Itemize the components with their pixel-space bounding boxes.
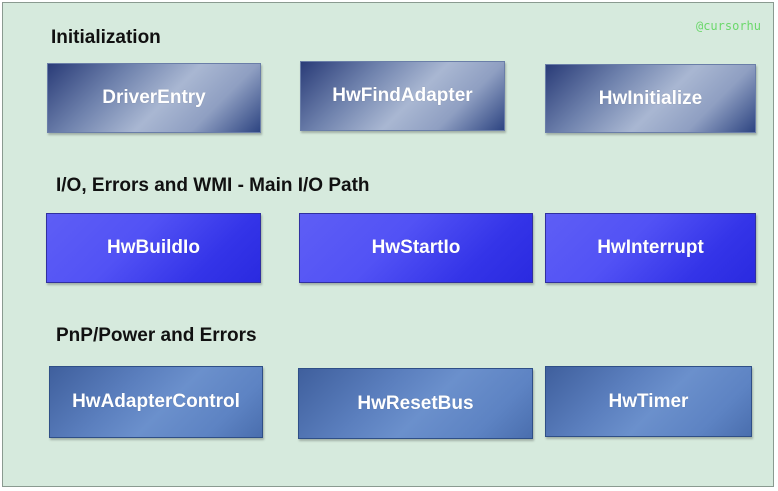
box-driver-entry: DriverEntry <box>47 63 261 133</box>
box-hw-build-io: HwBuildIo <box>46 213 261 283</box>
box-hw-adapter-control: HwAdapterControl <box>49 366 263 438</box>
section-label-initialization: Initialization <box>51 27 161 48</box>
box-hw-find-adapter: HwFindAdapter <box>300 61 505 131</box>
box-hw-timer: HwTimer <box>545 366 752 437</box>
section-label-pnp-power: PnP/Power and Errors <box>56 325 257 346</box>
box-hw-initialize: HwInitialize <box>545 64 756 133</box>
section-label-io-path: I/O, Errors and WMI - Main I/O Path <box>56 175 370 196</box>
box-hw-interrupt: HwInterrupt <box>545 213 756 283</box>
watermark: @cursorhu <box>695 19 761 33</box>
box-hw-start-io: HwStartIo <box>299 213 533 283</box>
box-hw-reset-bus: HwResetBus <box>298 368 533 439</box>
